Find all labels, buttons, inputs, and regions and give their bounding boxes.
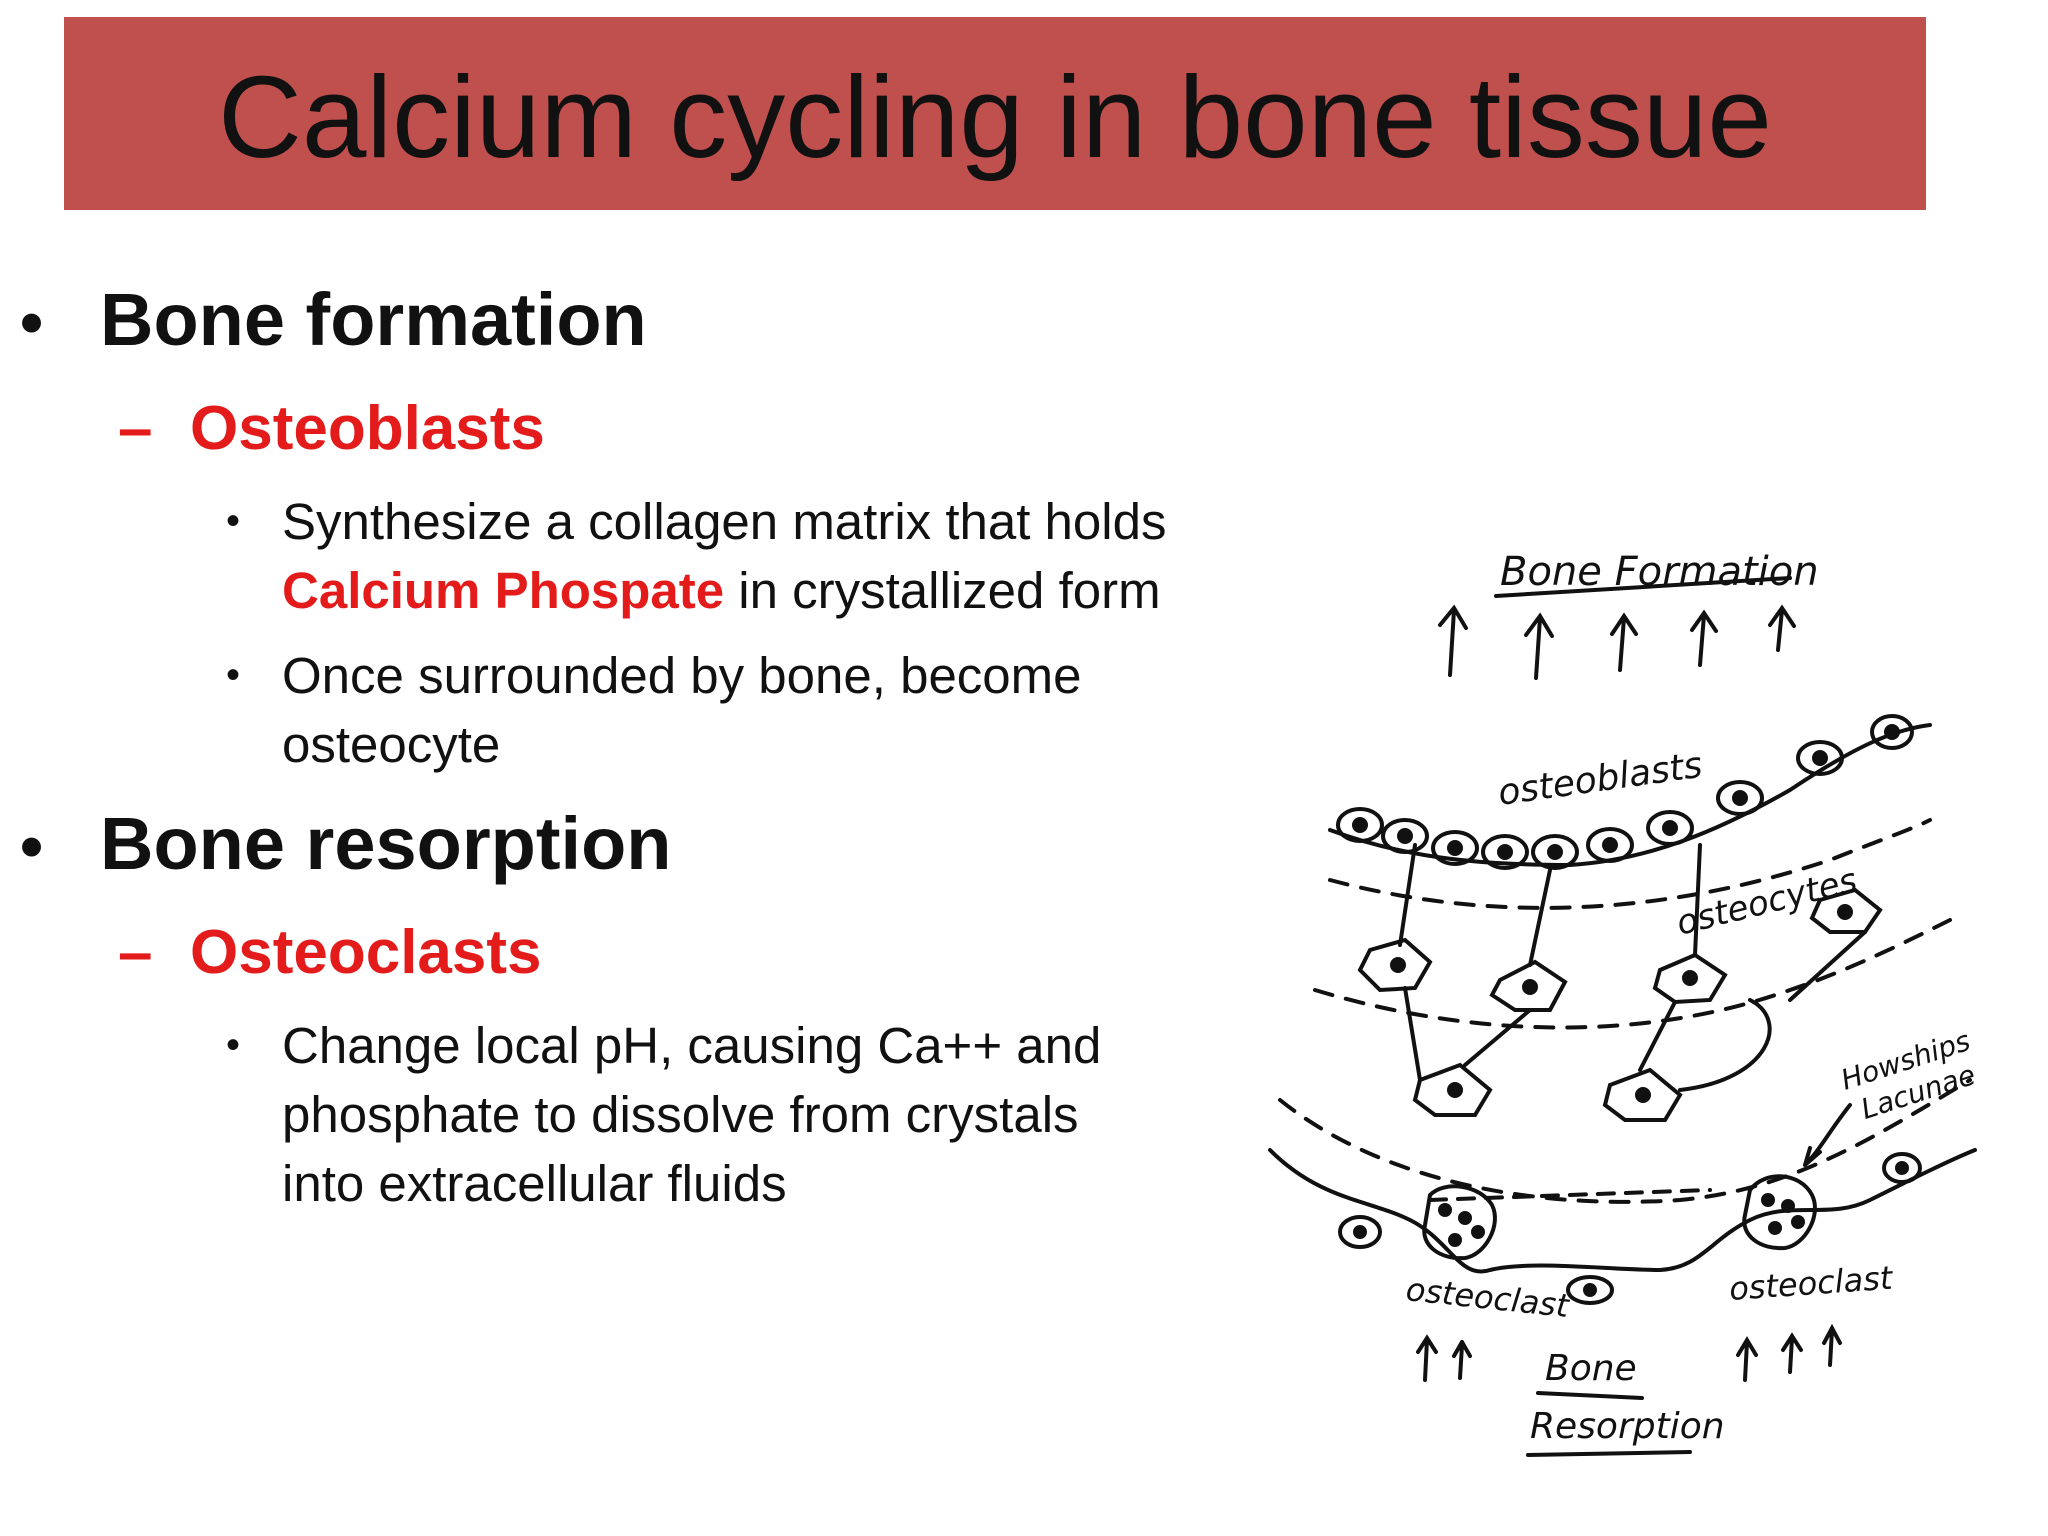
point-collagen-matrix: • Synthesize a collagen matrix that hold… bbox=[226, 487, 1236, 625]
point-osteocyte: • Once surrounded by bone, become osteoc… bbox=[226, 641, 1156, 779]
label-howships-lacunae: HowshipsLacunae bbox=[1837, 1024, 1985, 1129]
label-osteoclast-left: osteoclast bbox=[1404, 1270, 1572, 1325]
point-change-ph: • Change local pH, causing Ca++ and phos… bbox=[226, 1011, 1156, 1218]
dot-icon: • bbox=[226, 499, 241, 543]
heading-bone-resorption: Bone resorption bbox=[100, 802, 672, 885]
highlight-calcium-phospate: Calcium Phospate bbox=[282, 562, 725, 619]
bone-cycle-diagram: Bone Formation osteoblasts bbox=[1268, 549, 1985, 1457]
bullet-bone-formation: • Bone formation bbox=[20, 283, 647, 357]
sub-osteoblasts: – Osteoblasts bbox=[118, 398, 545, 460]
label-resorption-line2: Resorption bbox=[1530, 1406, 1725, 1447]
formation-arrows bbox=[1438, 604, 1796, 680]
slide-title: Calcium cycling in bone tissue bbox=[218, 51, 1772, 182]
dot-icon: • bbox=[226, 653, 241, 697]
point-text-before: Synthesize a collagen matrix that holds bbox=[282, 493, 1167, 550]
label-osteoclasts: Osteoclasts bbox=[190, 918, 542, 987]
howships-pointer bbox=[1803, 1103, 1852, 1167]
label-osteoclast-right: osteoclast bbox=[1728, 1259, 1895, 1308]
resorption-dashed bbox=[1428, 1188, 1712, 1202]
matrix-layers bbox=[1278, 818, 1972, 1204]
sub-osteoclasts: – Osteoclasts bbox=[118, 922, 542, 984]
underline-resorption bbox=[1536, 1391, 1644, 1400]
osteoblast-cells bbox=[1336, 714, 1914, 870]
label-osteoblasts: Osteoblasts bbox=[190, 394, 545, 463]
bullet-bone-resorption: • Bone resorption bbox=[20, 807, 671, 881]
resorption-boundary bbox=[1268, 1148, 1977, 1274]
osteoclast-cells bbox=[1338, 1152, 1922, 1305]
osteoblast-boundary bbox=[1328, 723, 1932, 868]
dot-icon: • bbox=[226, 1023, 241, 1067]
dash-icon: – bbox=[118, 394, 153, 463]
point-text-after: in crystallized form bbox=[724, 562, 1161, 619]
underline-formation bbox=[1494, 576, 1792, 598]
underline-resorption-2 bbox=[1526, 1450, 1692, 1457]
dash-icon: – bbox=[118, 918, 153, 987]
heading-bone-formation: Bone formation bbox=[100, 278, 647, 361]
label-osteoblasts-diagram: osteoblasts bbox=[1496, 745, 1705, 814]
label-bone-formation: Bone Formation bbox=[1500, 549, 1819, 595]
label-resorption-line1: Bone bbox=[1545, 1348, 1637, 1389]
resorption-arrows bbox=[1416, 1323, 1842, 1382]
osteocyte-cells bbox=[1357, 843, 1883, 1122]
point-text: Once surrounded by bone, become osteocyt… bbox=[282, 647, 1082, 773]
point-text: Change local pH, causing Ca++ and phosph… bbox=[282, 1017, 1102, 1212]
title-banner: Calcium cycling in bone tissue bbox=[64, 17, 1926, 210]
bullet-icon: • bbox=[20, 285, 44, 359]
point-text: Synthesize a collagen matrix that holds … bbox=[282, 487, 1166, 625]
bullet-icon: • bbox=[20, 809, 44, 883]
